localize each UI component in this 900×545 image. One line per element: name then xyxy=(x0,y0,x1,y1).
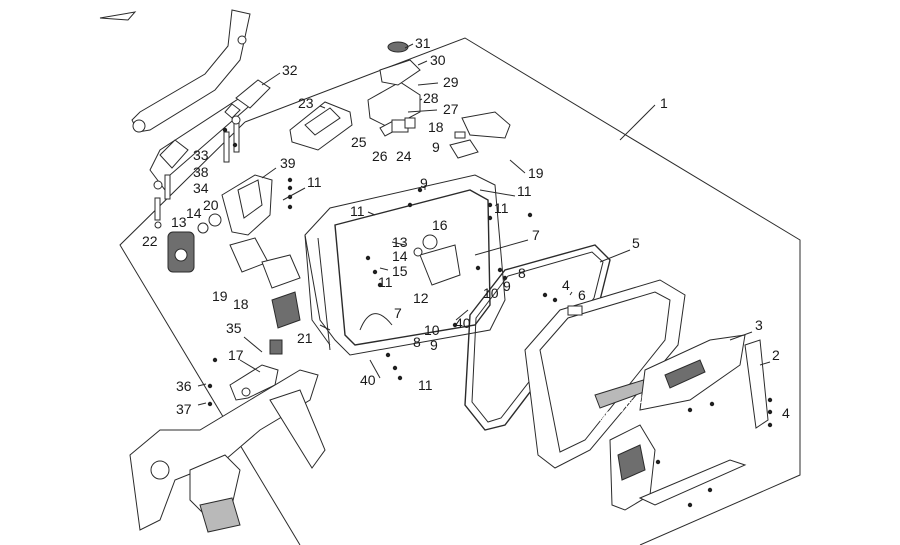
lid-hardware xyxy=(289,41,511,159)
callout-23: 23 xyxy=(298,95,314,111)
callout-15: 15 xyxy=(392,263,408,279)
callout-10-upper: 10 xyxy=(483,285,499,301)
callout-39: 39 xyxy=(280,155,296,171)
callout-8-lower: 8 xyxy=(413,334,421,350)
callout-36: 36 xyxy=(176,378,192,394)
callout-10-lower: 10 xyxy=(424,322,440,338)
callout-21: 21 xyxy=(297,330,313,346)
callout-37: 37 xyxy=(176,401,192,417)
callout-7-lower: 7 xyxy=(394,305,402,321)
callout-20: 20 xyxy=(203,197,219,213)
callout-11-f: 11 xyxy=(494,200,509,216)
callout-9-center: 9 xyxy=(420,175,428,191)
hinge-plate xyxy=(229,237,301,355)
bolt-stack-left xyxy=(153,115,241,229)
callout-18-lower: 18 xyxy=(233,296,249,312)
callout-5: 5 xyxy=(632,235,640,251)
side-strip xyxy=(744,339,769,429)
callout-9-bottom: 9 xyxy=(430,337,438,353)
callout-38: 38 xyxy=(193,164,209,180)
callout-24: 24 xyxy=(396,148,412,164)
callout-19-left: 19 xyxy=(212,288,228,304)
callout-8-upper: 8 xyxy=(518,265,526,281)
callout-17: 17 xyxy=(228,347,244,363)
callout-18-upper: 18 xyxy=(428,119,444,135)
callout-labels: 1 2 3 4 4 5 6 7 7 8 8 9 9 9 9 10 10 11 1… xyxy=(142,35,790,424)
callout-4-upper: 4 xyxy=(562,277,570,293)
callout-2: 2 xyxy=(772,347,780,363)
callout-7-upper: 7 xyxy=(532,227,540,243)
callout-9-top: 9 xyxy=(432,139,440,155)
callout-11-c: 11 xyxy=(517,183,532,199)
callout-13-upper: 13 xyxy=(392,234,408,250)
callout-14-left: 14 xyxy=(186,205,202,221)
callout-11-b: 11 xyxy=(350,203,365,219)
rubber-pad xyxy=(567,305,583,316)
callout-16: 16 xyxy=(432,217,448,233)
callout-40-lower: 40 xyxy=(360,372,376,388)
rear-frame-rail xyxy=(99,9,251,133)
footrest-bracket xyxy=(229,364,279,401)
leader-lines xyxy=(197,43,771,406)
callout-22: 22 xyxy=(142,233,158,249)
callout-1: 1 xyxy=(660,95,668,111)
callout-13-left: 13 xyxy=(171,214,187,230)
callout-31: 31 xyxy=(415,35,431,51)
lock-cylinder xyxy=(167,231,195,273)
callout-33: 33 xyxy=(193,147,209,163)
callout-27: 27 xyxy=(443,101,459,117)
callout-11-a: 11 xyxy=(307,174,322,190)
bottom-strip xyxy=(638,459,747,506)
callout-9-right: 9 xyxy=(503,278,511,294)
callout-29: 29 xyxy=(443,74,459,90)
callout-35: 35 xyxy=(226,320,242,336)
callout-26: 26 xyxy=(372,148,388,164)
callout-28: 28 xyxy=(423,90,439,106)
callout-3: 3 xyxy=(755,317,763,333)
callout-40-upper: 40 xyxy=(455,315,471,331)
footrest-assembly xyxy=(129,369,326,533)
callout-11-d: 11 xyxy=(378,274,393,290)
callout-4-lower: 4 xyxy=(782,405,790,421)
callout-34: 34 xyxy=(193,180,209,196)
lid-liner xyxy=(639,334,746,411)
callout-19-right: 19 xyxy=(528,165,544,181)
callout-32: 32 xyxy=(282,62,298,78)
screw-set xyxy=(207,127,773,508)
callout-6: 6 xyxy=(578,287,586,303)
callout-11-e: 11 xyxy=(418,377,433,393)
callout-14-upper: 14 xyxy=(392,248,408,264)
callout-30: 30 xyxy=(430,52,446,68)
callout-25: 25 xyxy=(351,134,367,150)
case-body xyxy=(304,174,506,356)
callout-12: 12 xyxy=(413,290,429,306)
lower-panel xyxy=(609,424,656,511)
side-mount-bracket xyxy=(197,174,273,236)
